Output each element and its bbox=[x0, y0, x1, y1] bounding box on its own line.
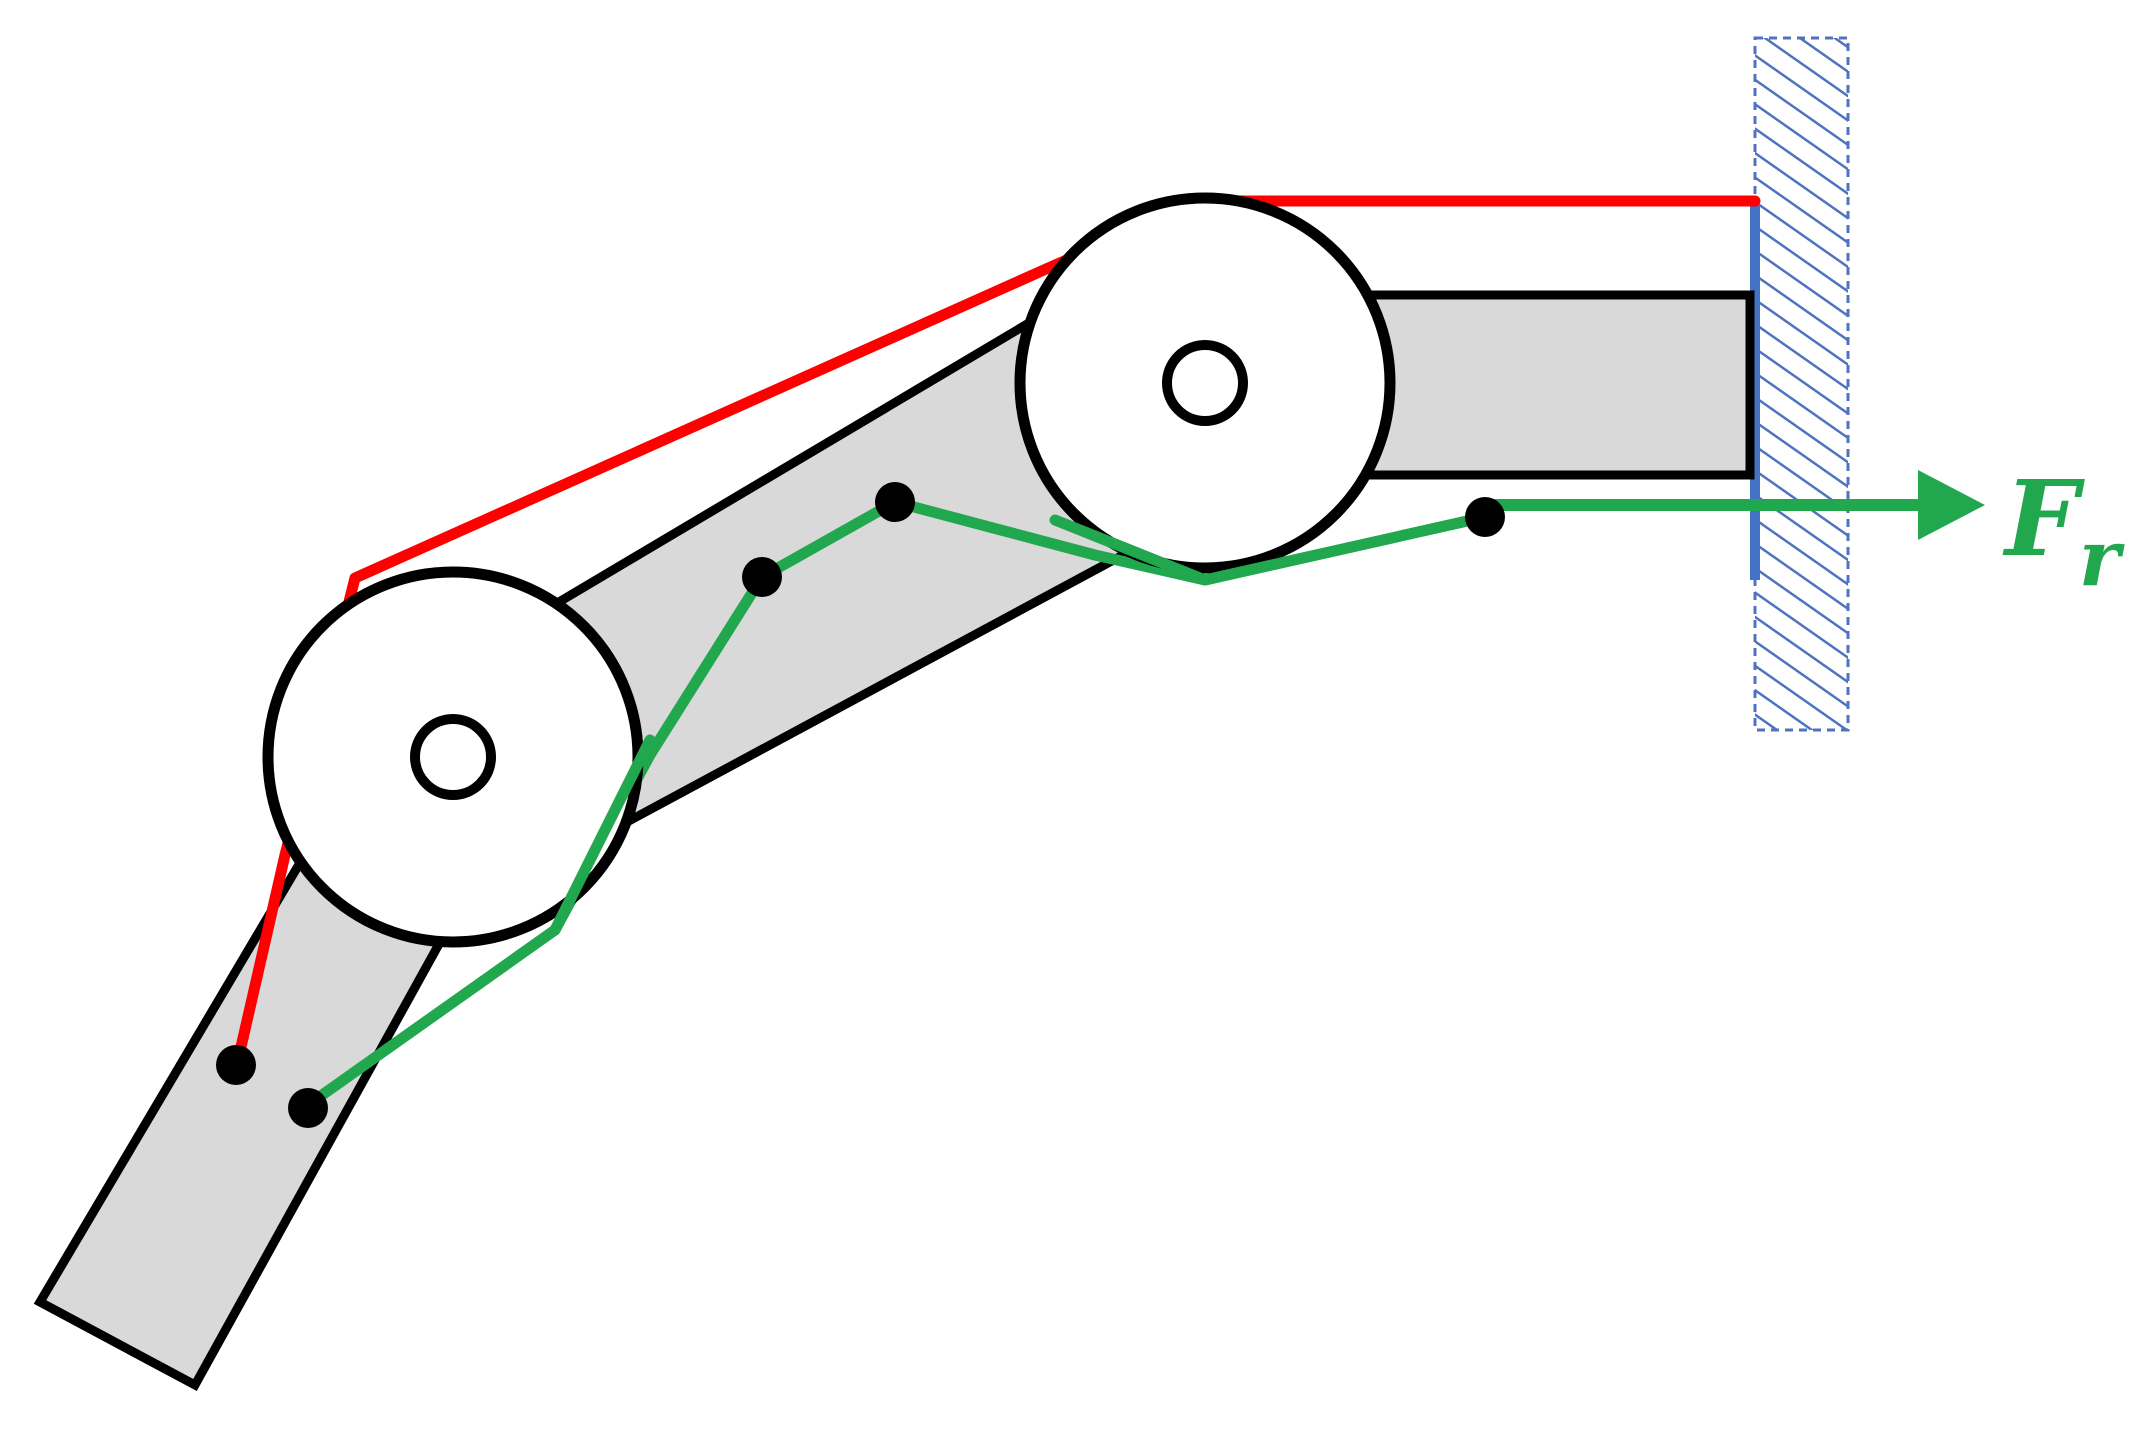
force-arrow bbox=[1485, 470, 1985, 540]
anchor-dot-icon bbox=[742, 557, 782, 597]
force-symbol: F bbox=[2002, 457, 2085, 580]
anchor-dot-icon bbox=[1465, 497, 1505, 537]
tendon-dorsal bbox=[232, 195, 1761, 1066]
force-arrow-head bbox=[1918, 470, 1985, 540]
axle-icon bbox=[1162, 340, 1248, 426]
tendon-palmar-wrap-distal bbox=[549, 734, 656, 936]
axle-icon bbox=[410, 714, 496, 800]
tendon-palmar-wrap-proximal bbox=[1049, 511, 1491, 586]
force-label: Fr bbox=[2002, 457, 2125, 604]
anchor-dot-icon bbox=[288, 1088, 328, 1128]
wall-hatch bbox=[1755, 38, 1848, 730]
anchor-dot-icon bbox=[216, 1045, 256, 1085]
joint-proximal bbox=[1014, 192, 1396, 574]
anchor-points bbox=[216, 482, 1505, 1128]
fixed-wall bbox=[1750, 36, 1850, 732]
anchor-dot-icon bbox=[875, 482, 915, 522]
force-subscript: r bbox=[2079, 513, 2125, 604]
